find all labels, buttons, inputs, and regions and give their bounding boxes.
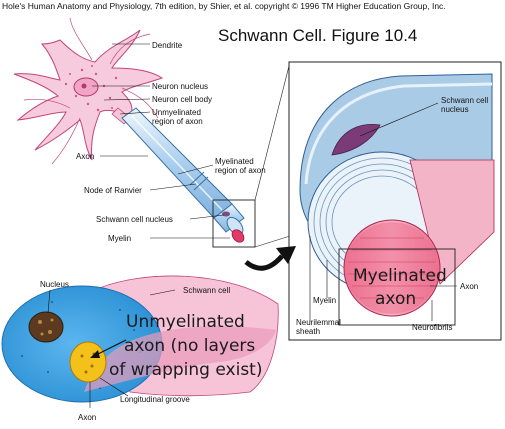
label-longitudinal-groove: Longitudinal groove (120, 395, 190, 404)
neuron-leader-lines (92, 43, 230, 239)
label-myelin: Myelin (108, 234, 132, 243)
label-neurilemmal-1: Neurilemmal (296, 318, 341, 327)
label-unmyelinated-region-2: region of axon (152, 117, 203, 126)
label-axon: Axon (76, 152, 95, 161)
unmyelinated-pointer-arrow (93, 339, 127, 357)
label-unmyelinated-region-1: Unmyelinated (152, 108, 201, 117)
label-node-of-ranvier: Node of Ranvier (84, 186, 142, 195)
label-dendrite: Dendrite (152, 41, 183, 50)
label-neurilemmal-2: sheath (296, 327, 321, 336)
label-detail-axon: Axon (460, 282, 479, 291)
label-schwann-cell: Schwann cell (183, 286, 231, 295)
label-schwann-cell-nucleus: Schwann cell nucleus (96, 215, 173, 224)
handwritten-myelinated-1: Myelinated (353, 266, 447, 286)
label-myelinated-region-2: region of axon (215, 166, 266, 175)
myelin-cross-section (299, 73, 495, 317)
unmyelinated-axon-graphic (1, 275, 279, 403)
arrow-to-detail (244, 254, 284, 271)
unmyelinated-leader-lines (47, 289, 176, 408)
label-detail-schwann-nucleus-2: nucleus (441, 105, 469, 114)
figure-title: Schwann Cell. Figure 10.4 (218, 26, 418, 45)
handwritten-myelinated-2: axon (375, 289, 417, 309)
myelinated-axon-tube (121, 107, 245, 243)
label-detail-schwann-nucleus-1: Schwann cell (441, 96, 489, 105)
handwritten-unmyelinated-2: axon (no layers (124, 336, 256, 356)
label-nucleus: Nucleus (40, 280, 69, 289)
label-detail-myelin: Myelin (313, 296, 337, 305)
copyright-credit: Hole's Human Anatomy and Physiology, 7th… (2, 1, 446, 11)
label-neuron-nucleus: Neuron nucleus (152, 82, 209, 91)
handwritten-unmyelinated-1: Unmyelinated (126, 312, 245, 332)
handwritten-unmyelinated-3: of wrapping exist) (109, 360, 263, 380)
label-neurofibrils: Neurofibrils (412, 323, 453, 332)
label-unmyelinated-axon: Axon (78, 413, 97, 422)
detail-leader-lines (309, 102, 457, 322)
label-neuron-cell-body: Neuron cell body (152, 95, 213, 104)
label-myelinated-region-1: Myelinated (215, 157, 254, 166)
zoom-box (212, 199, 256, 248)
neuron-nucleus-graphic (73, 77, 99, 97)
myelinated-axon-box (338, 248, 456, 326)
